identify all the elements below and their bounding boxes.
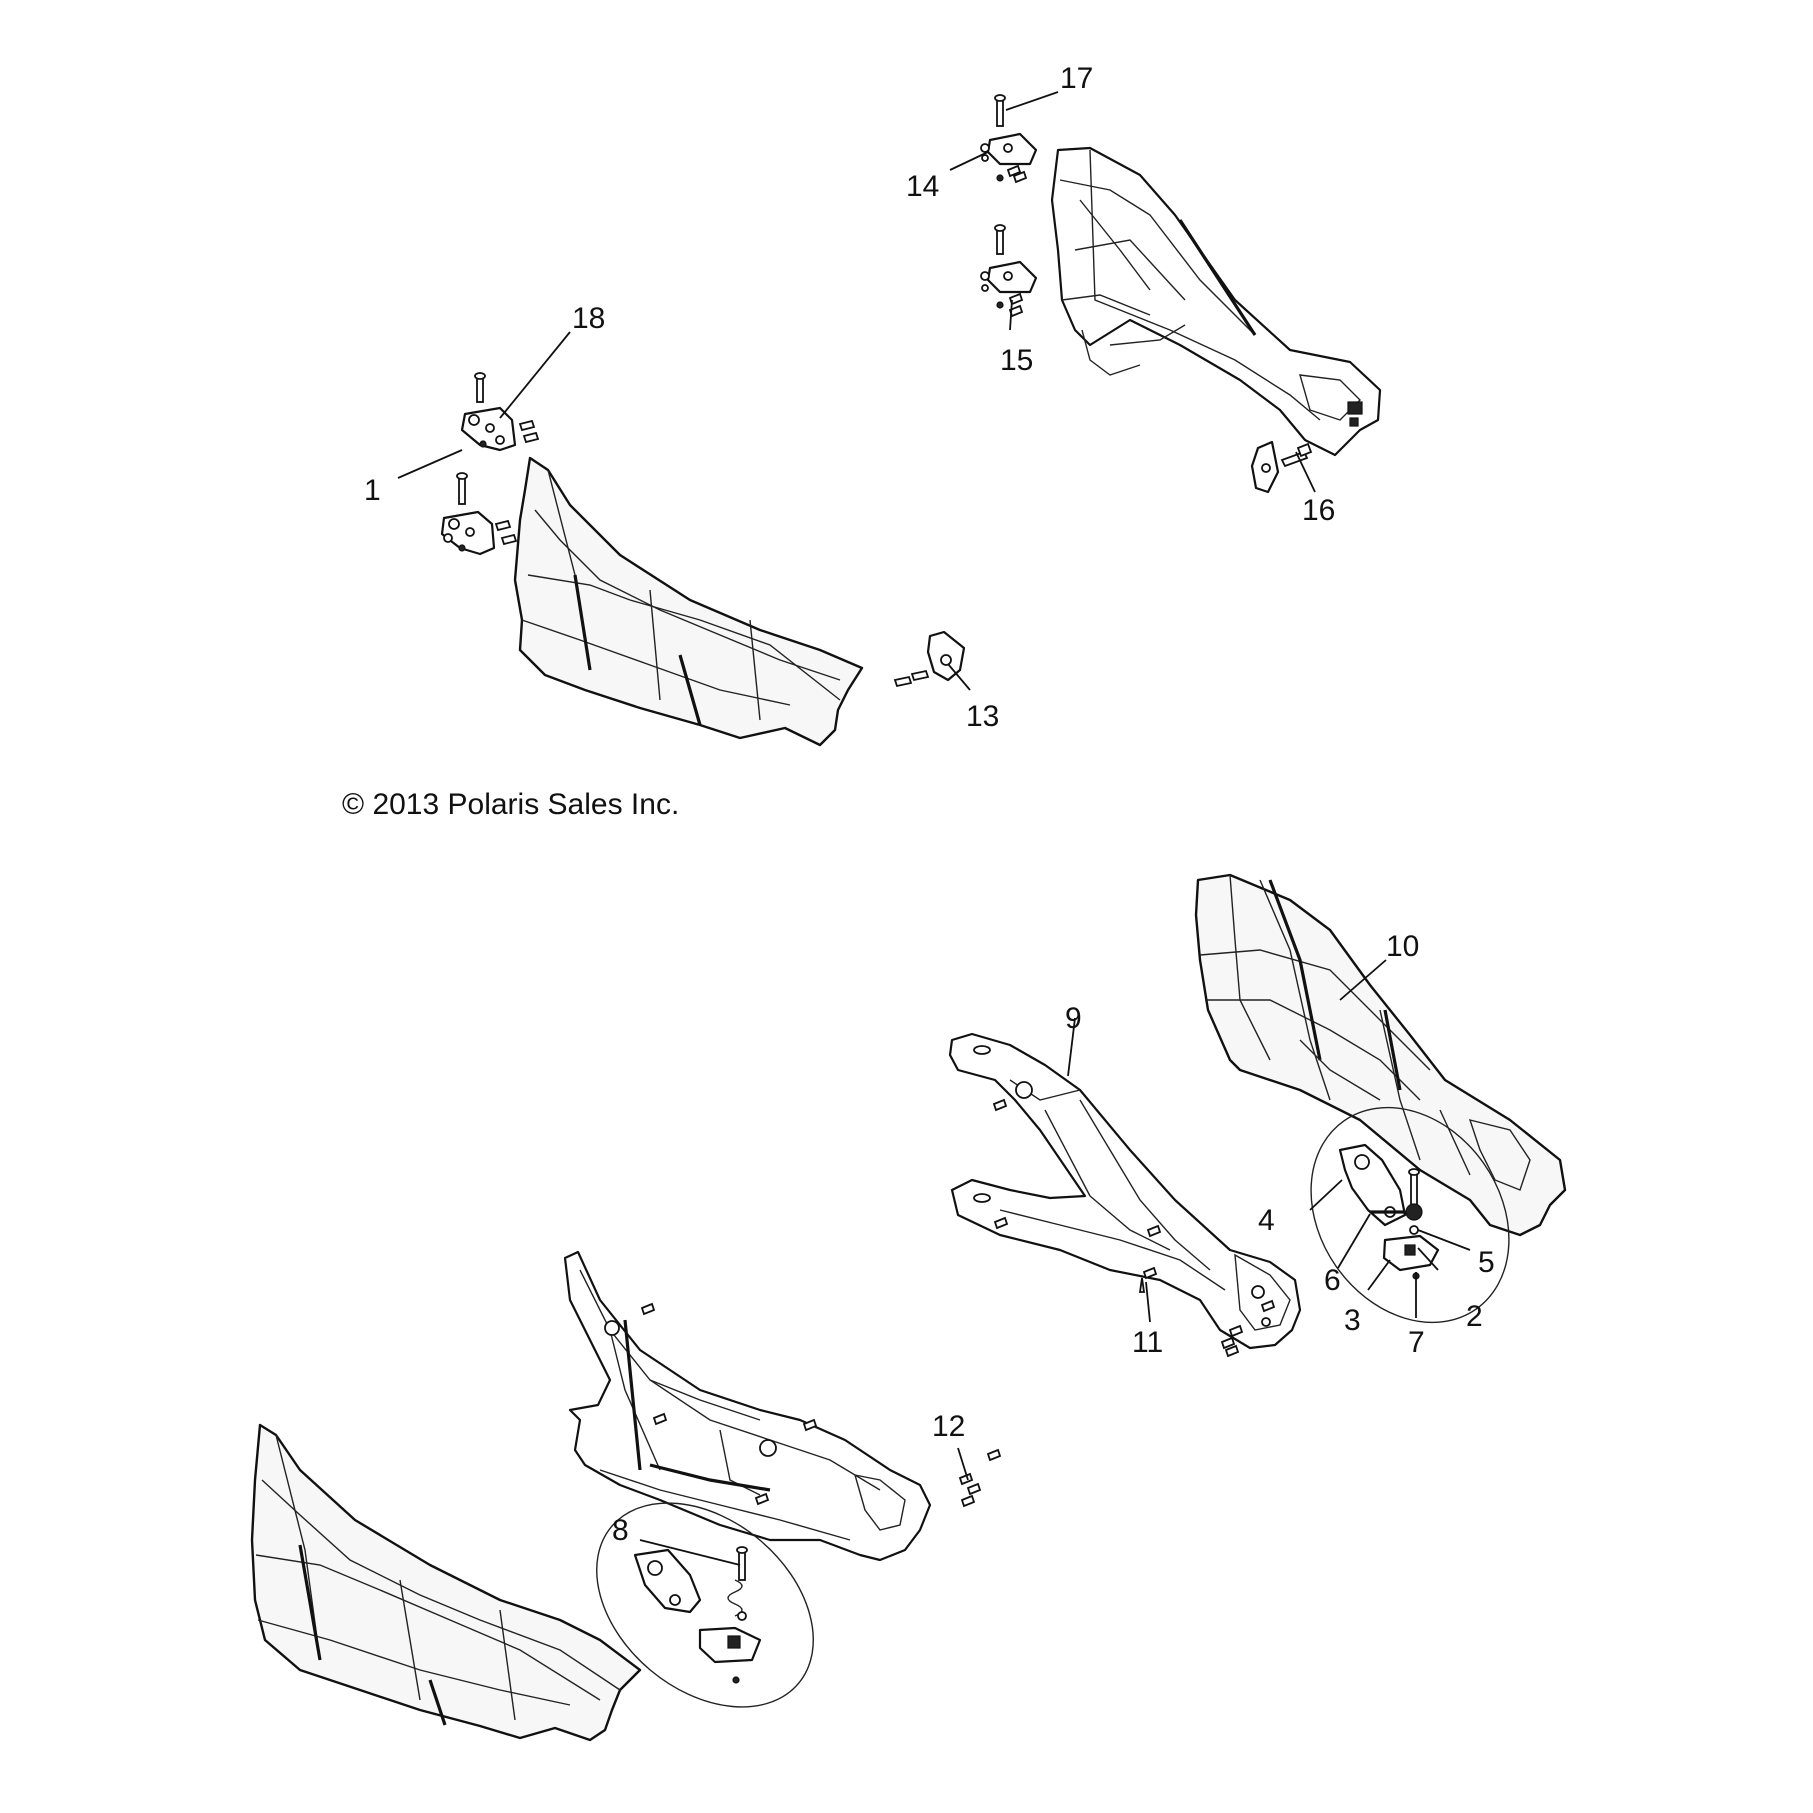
screws-11 (992, 1098, 1276, 1358)
callout-11: 11 (1132, 1326, 1163, 1359)
hinge-lower-15 (980, 224, 1038, 318)
callout-16: 16 (1302, 494, 1335, 527)
callout-9: 9 (1065, 1002, 1082, 1035)
copyright-notice: © 2013 Polaris Sales Inc. (342, 788, 680, 821)
callout-14: 14 (906, 170, 939, 203)
upper-door-frame (1050, 146, 1382, 457)
upper-door-panel (513, 456, 864, 747)
leader-lines (397, 91, 1471, 1566)
callout-labels: 17 14 15 16 18 1 13 10 9 4 5 6 3 2 7 11 … (364, 62, 1495, 1547)
callout-1: 1 (364, 474, 381, 507)
hinge-upper-18 (460, 372, 540, 452)
callout-2: 2 (1466, 1300, 1483, 1333)
callout-15: 15 (1000, 344, 1033, 377)
lower-door-panel (250, 1423, 642, 1742)
hinge-lower-1 (440, 472, 518, 556)
callout-13: 13 (966, 700, 999, 733)
striker-16 (1250, 440, 1313, 494)
callout-6: 6 (1324, 1264, 1341, 1297)
door-shell-10 (1194, 873, 1567, 1237)
hinge-upper-14 (980, 94, 1038, 184)
lower-door-frame (563, 1250, 932, 1562)
screws-12 (640, 1302, 1002, 1508)
callout-5: 5 (1478, 1246, 1495, 1279)
striker-13 (893, 630, 966, 688)
callout-7: 7 (1408, 1326, 1425, 1359)
callout-8: 8 (612, 1514, 629, 1547)
callout-12: 12 (932, 1410, 965, 1443)
callout-18: 18 (572, 302, 605, 335)
callout-3: 3 (1344, 1304, 1361, 1337)
callout-10: 10 (1386, 930, 1419, 963)
latch-assembly-right (1310, 1106, 1510, 1324)
callout-4: 4 (1258, 1204, 1275, 1237)
callout-17: 17 (1060, 62, 1093, 95)
latch-assembly-left (596, 1502, 814, 1708)
door-frame-9 (948, 1032, 1302, 1350)
